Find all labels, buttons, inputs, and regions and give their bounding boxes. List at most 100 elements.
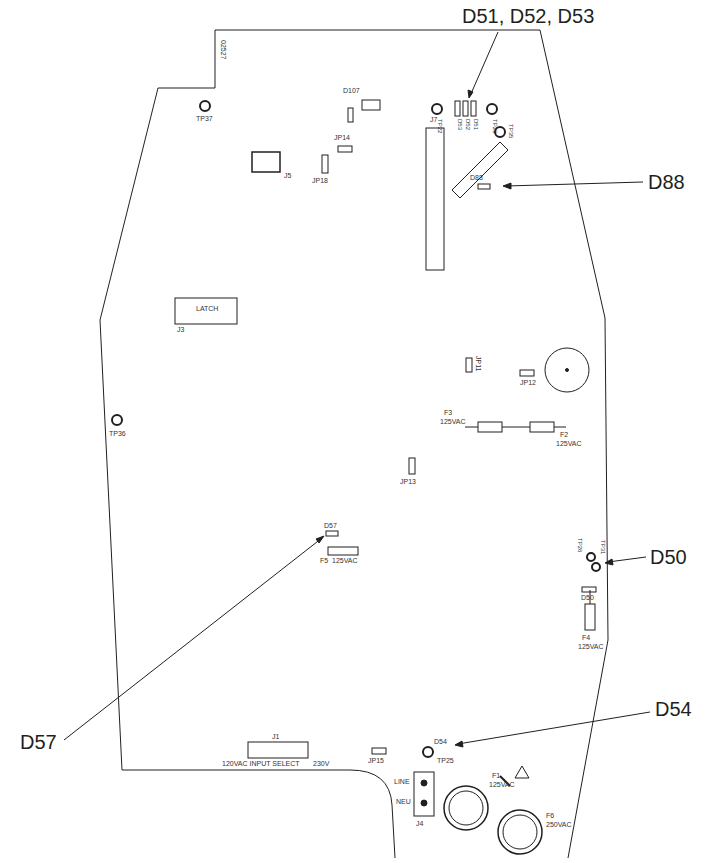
jumper-footprint bbox=[372, 748, 386, 754]
silkscreen-label: JP11 bbox=[474, 356, 482, 371]
silkscreen-label: TP35 bbox=[507, 124, 514, 138]
silkscreen-label: JP18 bbox=[312, 177, 328, 185]
silkscreen-label: F3 bbox=[444, 409, 452, 417]
silkscreen-label: J7 bbox=[430, 116, 437, 124]
connector-footprint bbox=[452, 142, 508, 198]
silkscreen-label: J5 bbox=[284, 172, 291, 180]
silkscreen-label: 250VAC bbox=[546, 821, 572, 829]
test-point bbox=[487, 104, 497, 114]
silkscreen-label: 125VAC bbox=[578, 643, 604, 651]
silkscreen-label: D53 bbox=[456, 119, 463, 130]
diode-footprint bbox=[582, 587, 596, 592]
silkscreen-label: J3 bbox=[177, 326, 184, 334]
board-outline bbox=[215, 30, 608, 858]
silkscreen-label: TP31 bbox=[599, 540, 606, 554]
leader-arrowhead bbox=[503, 183, 511, 189]
jumper-footprint bbox=[466, 358, 472, 372]
terminal-hole bbox=[421, 800, 427, 806]
silkscreen-label: 125VAC bbox=[440, 418, 466, 426]
test-point bbox=[200, 101, 210, 111]
silkscreen-label: D50 bbox=[581, 594, 594, 602]
silkscreen-label: JP12 bbox=[520, 379, 536, 387]
leader-line bbox=[506, 182, 643, 186]
buzzer-footprint bbox=[545, 348, 589, 392]
terminal-hole bbox=[421, 780, 427, 786]
component-footprint bbox=[348, 108, 353, 122]
jumper-footprint bbox=[409, 458, 415, 474]
silkscreen-label: 125VAC bbox=[332, 557, 358, 565]
test-point bbox=[423, 747, 433, 757]
callout-label: D57 bbox=[20, 730, 57, 754]
silkscreen-label: J1 bbox=[272, 733, 279, 741]
silkscreen-label: TP37 bbox=[196, 115, 213, 123]
fuse-holder bbox=[498, 810, 542, 854]
connector-footprint bbox=[252, 152, 280, 172]
leader-arrowhead bbox=[455, 741, 463, 747]
leader-line bbox=[64, 538, 322, 740]
test-point bbox=[112, 415, 122, 425]
silkscreen-label: JP15 bbox=[368, 757, 384, 765]
connector-footprint bbox=[248, 742, 308, 758]
fuse-lead bbox=[554, 427, 566, 428]
callout-label: D88 bbox=[648, 170, 685, 194]
diode-footprint bbox=[326, 531, 338, 536]
component-footprint bbox=[362, 100, 380, 110]
leader-arrowhead bbox=[605, 559, 613, 565]
silkscreen-label: JP14 bbox=[334, 134, 350, 142]
test-point bbox=[587, 553, 595, 561]
silkscreen-label: D54 bbox=[434, 738, 447, 746]
silkscreen-label: F1 bbox=[492, 772, 500, 780]
silkscreen-label: 125VAC bbox=[556, 440, 582, 448]
silkscreen-label: TP25 bbox=[437, 757, 454, 765]
fuse-lead bbox=[502, 427, 530, 428]
silkscreen-label: 120VAC INPUT SELECT bbox=[222, 760, 300, 768]
silkscreen-label: D88 bbox=[470, 174, 483, 182]
silkscreen-label: F5 bbox=[320, 557, 328, 565]
diode-footprint bbox=[478, 184, 490, 189]
leader-arrowhead bbox=[468, 90, 473, 98]
buzzer-center bbox=[566, 369, 569, 372]
diode-footprint bbox=[455, 101, 460, 116]
diode-footprint bbox=[471, 101, 476, 116]
test-point bbox=[592, 563, 600, 571]
fuse-footprint bbox=[530, 422, 554, 432]
silkscreen-label: LINE bbox=[394, 778, 410, 786]
leader-arrowhead bbox=[316, 536, 324, 543]
terminal-footprint bbox=[414, 772, 434, 816]
silkscreen-label: TP22 bbox=[436, 119, 443, 133]
leader-line bbox=[470, 32, 498, 96]
silkscreen-label: TP36 bbox=[109, 430, 126, 438]
silkscreen-label: TP23 bbox=[491, 119, 498, 133]
callout-label: D51, D52, D53 bbox=[462, 4, 594, 28]
leader-line bbox=[458, 712, 650, 744]
silkscreen-label: 230V bbox=[313, 760, 329, 768]
silkscreen-label: F6 bbox=[546, 812, 554, 820]
silkscreen-label: LATCH bbox=[196, 305, 218, 313]
board-outline bbox=[100, 30, 395, 858]
silkscreen-label: 02527 bbox=[219, 40, 227, 59]
silkscreen-label: 125VAC bbox=[489, 781, 515, 789]
silkscreen-label: NEU bbox=[396, 798, 411, 806]
jumper-footprint bbox=[520, 370, 534, 376]
silkscreen-label: D107 bbox=[343, 87, 360, 95]
silkscreen-label: F4 bbox=[582, 634, 590, 642]
fuse-holder bbox=[444, 786, 488, 830]
silkscreen-label: F2 bbox=[560, 431, 568, 439]
fuse-holder bbox=[503, 815, 537, 849]
diode-footprint bbox=[463, 101, 468, 116]
silkscreen-label: D52 bbox=[464, 119, 471, 130]
fuse-lead bbox=[465, 427, 478, 428]
jumper-footprint bbox=[338, 146, 352, 152]
silkscreen-label: D57 bbox=[324, 522, 337, 530]
fuse-footprint bbox=[328, 547, 358, 555]
fuse-holder bbox=[449, 791, 483, 825]
connector-footprint bbox=[175, 298, 237, 324]
silkscreen-label: TP26 bbox=[576, 538, 583, 552]
callout-label: D50 bbox=[650, 545, 687, 569]
fuse-footprint bbox=[478, 422, 502, 432]
test-point bbox=[432, 104, 442, 114]
warning-symbol bbox=[515, 766, 529, 778]
leader-line bbox=[608, 557, 646, 562]
silkscreen-label: J4 bbox=[416, 820, 423, 828]
